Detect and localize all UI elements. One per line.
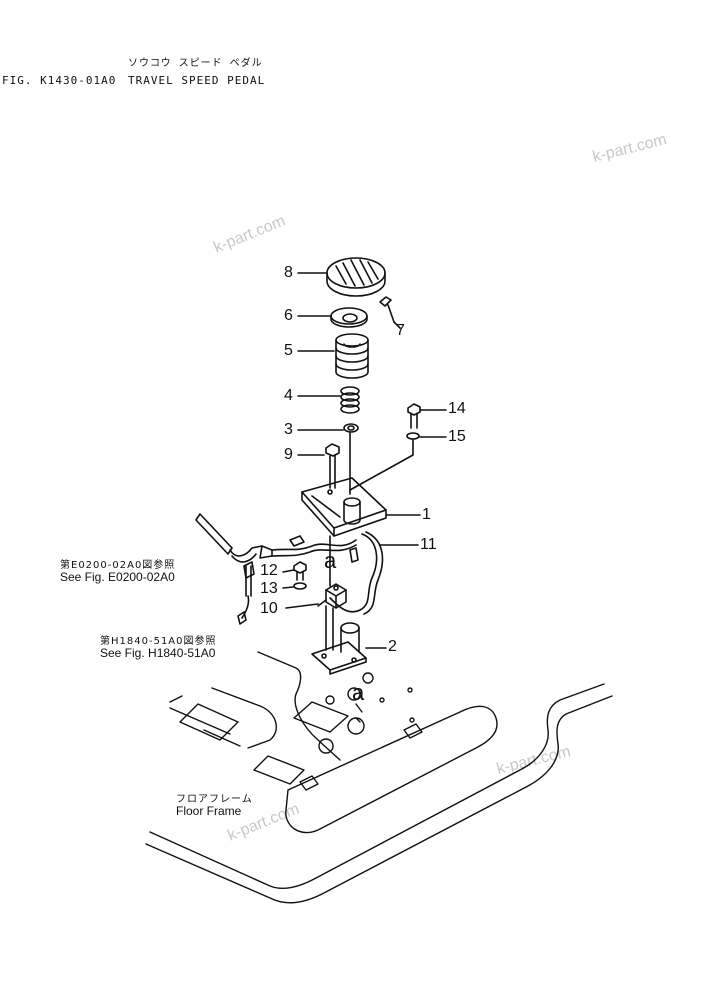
cross-ref-2: See Fig. H1840-51A0 xyxy=(100,646,216,660)
callout-5: 5 xyxy=(284,342,293,359)
switch-part-10 xyxy=(317,583,347,609)
callout-2: 2 xyxy=(388,638,397,655)
floor-frame-label-jp: フロアフレーム xyxy=(176,794,253,805)
figure-title: TRAVEL SPEED PEDAL xyxy=(128,74,266,87)
callout-9: 9 xyxy=(284,446,293,463)
bolt-part-12 xyxy=(293,561,307,581)
pedal-pad-part-8 xyxy=(326,257,386,297)
washer-part-15 xyxy=(406,432,420,440)
view-ref-a-upper: a xyxy=(324,548,337,573)
callout-4: 4 xyxy=(284,387,293,404)
callout-10: 10 xyxy=(260,600,278,617)
plate-part-6 xyxy=(330,307,368,328)
callout-6: 6 xyxy=(284,307,293,324)
callout-14: 14 xyxy=(448,400,466,417)
harness-left-lower xyxy=(237,561,255,625)
callout-15: 15 xyxy=(448,428,466,445)
boot-part-5 xyxy=(335,333,369,379)
callout-13: 13 xyxy=(260,580,278,597)
callout-7: 7 xyxy=(396,322,405,339)
figure-number: FIG. K1430-01A0 xyxy=(2,74,117,87)
cross-ref-2-jp: 第H1840-51A0図参照 xyxy=(100,636,217,647)
callout-11: 11 xyxy=(420,536,437,553)
switch-harness-part-11 xyxy=(259,531,384,615)
cross-ref-1-jp: 第E0200-02A0図参照 xyxy=(60,560,176,571)
callout-3: 3 xyxy=(284,421,293,438)
washer-part-13 xyxy=(293,582,307,590)
cross-ref-1: See Fig. E0200-02A0 xyxy=(60,570,175,584)
stem-part-2 xyxy=(311,622,367,675)
callout-12: 12 xyxy=(260,562,278,579)
callout-8: 8 xyxy=(284,264,293,281)
bracket-part-1 xyxy=(301,477,387,537)
view-ref-a-lower: a xyxy=(352,680,365,705)
harness-left-upper xyxy=(195,513,263,563)
title-japanese: ソウコウ スピード ペダル xyxy=(128,58,263,69)
callout-1: 1 xyxy=(422,506,431,523)
spring-part-4 xyxy=(340,386,360,414)
bolt-part-14 xyxy=(407,403,421,429)
floor-frame-label: Floor Frame xyxy=(176,804,242,818)
pin-part-7 xyxy=(379,296,395,323)
floor-frame xyxy=(145,651,613,904)
washer-part-3 xyxy=(343,423,359,433)
